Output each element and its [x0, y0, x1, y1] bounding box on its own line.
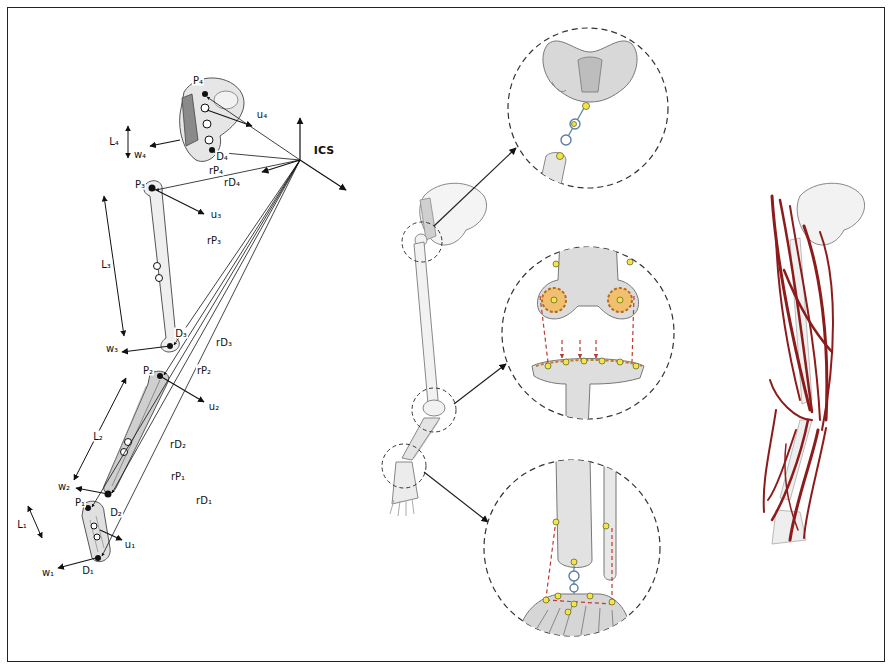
- symbol-label: w₂: [57, 481, 71, 492]
- symbol-label: rD₄: [223, 177, 241, 188]
- symbol-label: L₂: [92, 431, 104, 442]
- symbol-label: rP₃: [206, 235, 222, 246]
- symbol-label: L₄: [108, 136, 120, 147]
- symbol-label: rP₂: [196, 365, 212, 376]
- symbol-label: D₂: [109, 507, 123, 518]
- knee-detail: [502, 240, 674, 430]
- ankle-detail: [484, 456, 660, 640]
- symbol-label: D₄: [215, 151, 229, 162]
- frame: [8, 8, 885, 662]
- muscle-model: [764, 183, 865, 544]
- segment-model: [28, 78, 346, 568]
- symbol-label: w₃: [105, 343, 119, 354]
- symbol-label: D₁: [81, 565, 95, 576]
- symbol-label: L₃: [100, 259, 112, 270]
- leg-skeleton: [382, 148, 516, 522]
- symbol-label: u₂: [208, 401, 220, 412]
- symbol-label: D₃: [174, 328, 188, 339]
- symbol-label: L₁: [16, 519, 28, 530]
- coordinate-system-label: ICS: [313, 145, 335, 156]
- symbol-label: rD₁: [195, 495, 213, 506]
- symbol-label: P₂: [142, 365, 154, 376]
- symbol-label: w₄: [133, 149, 147, 160]
- symbol-label: P₃: [134, 179, 146, 190]
- symbol-label: u₃: [210, 209, 222, 220]
- symbol-label: w₁: [41, 567, 55, 578]
- symbol-label: rP₁: [170, 471, 186, 482]
- symbol-label: rD₃: [215, 337, 233, 348]
- symbol-label: u₁: [124, 539, 136, 550]
- hip-detail: [508, 28, 668, 230]
- symbol-label: P₄: [192, 75, 204, 86]
- symbol-label: u₄: [256, 109, 268, 120]
- symbol-label: rD₂: [169, 439, 187, 450]
- symbol-label: P₁: [74, 497, 86, 508]
- symbol-label: rP₄: [208, 165, 224, 176]
